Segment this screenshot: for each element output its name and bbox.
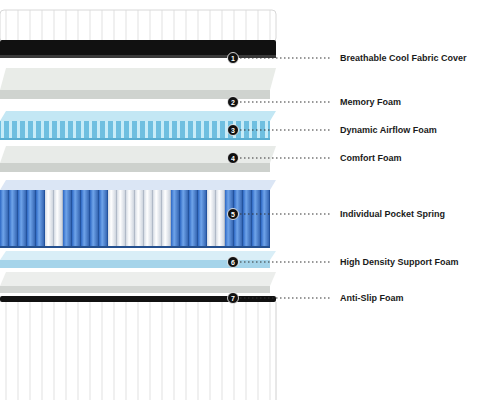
- callout-dots: [228, 53, 239, 304]
- callout-number: 4: [231, 155, 235, 162]
- callout-number: 7: [231, 295, 235, 302]
- callout-number: 3: [231, 127, 235, 134]
- support-foam-layer: [0, 251, 276, 268]
- callout-number: 6: [231, 259, 235, 266]
- anti-slip-foam-layer: [0, 272, 276, 293]
- memory-foam-layer: [0, 68, 276, 99]
- callout-number: 2: [231, 99, 235, 106]
- part-name: Breathable Cool Fabric Cover: [340, 54, 467, 63]
- fabric-cover: [0, 10, 276, 58]
- part-name: High Density Support Foam: [340, 258, 459, 267]
- mattress-base: [0, 296, 276, 400]
- part-name: Comfort Foam: [340, 154, 402, 163]
- part-name: Individual Pocket Spring: [340, 210, 445, 219]
- airflow-foam-layer: [0, 111, 276, 140]
- part-name: Anti-Slip Foam: [340, 294, 404, 303]
- pocket-spring-layer: [0, 180, 276, 248]
- comfort-foam-layer: [0, 146, 276, 172]
- part-name: Memory Foam: [340, 98, 401, 107]
- leader-lines: [240, 58, 332, 298]
- part-name: Dynamic Airflow Foam: [340, 126, 437, 135]
- callout-number: 1: [231, 55, 235, 62]
- callout-number: 5: [231, 211, 235, 218]
